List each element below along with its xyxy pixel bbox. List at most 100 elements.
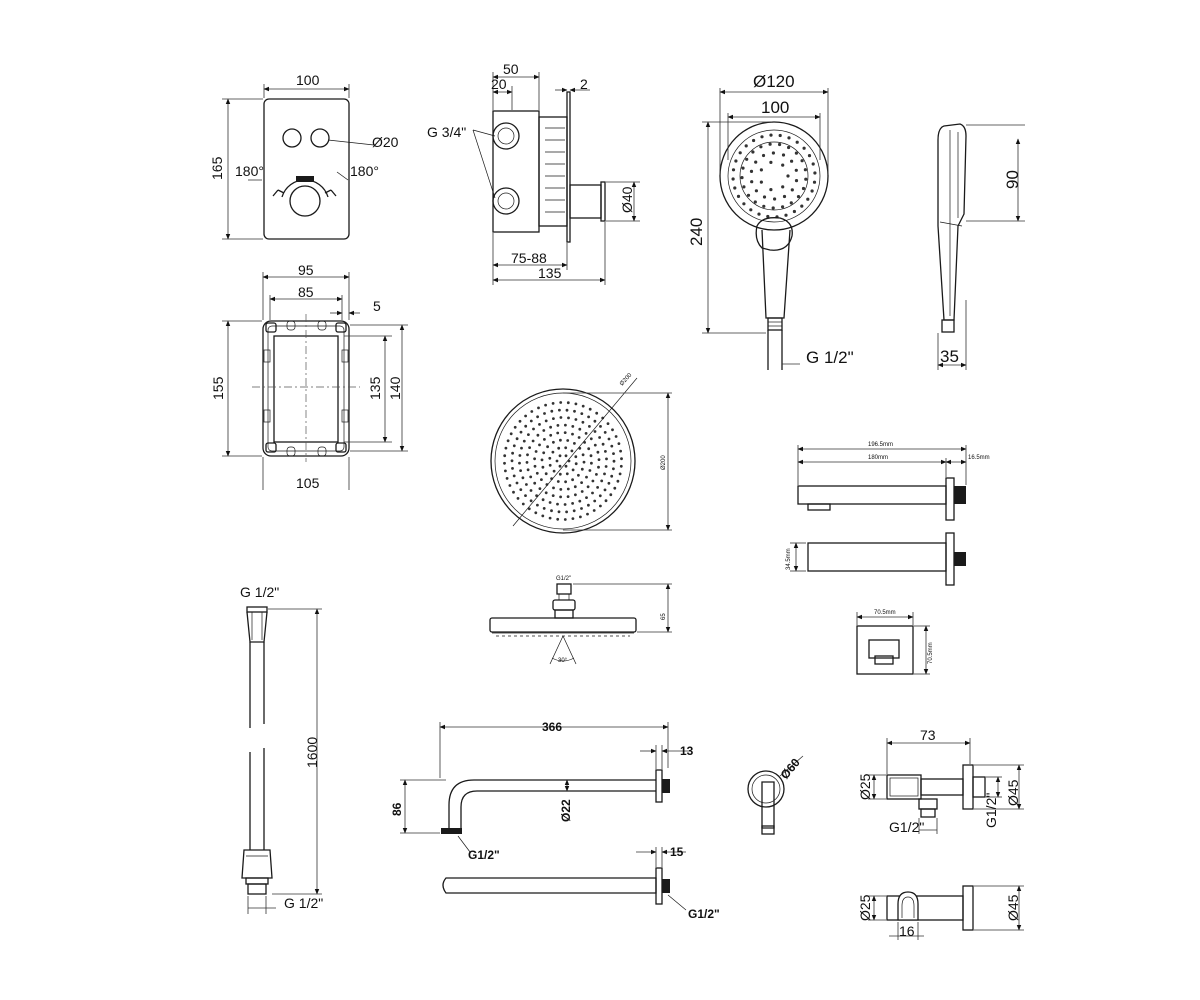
nozzle-dot	[796, 195, 801, 199]
nozzle-dot	[518, 419, 522, 423]
nozzle-dot	[533, 464, 537, 468]
nozzle-dot	[587, 447, 591, 451]
nozzle-dot	[534, 450, 538, 453]
dim-knob-dia: Ø20	[372, 134, 399, 150]
nozzle-dot	[578, 499, 582, 503]
nozzle-dot	[812, 180, 817, 184]
nozzle-dot	[769, 133, 773, 137]
nozzle-dot	[579, 515, 582, 519]
nozzle-dot	[581, 404, 585, 408]
nozzle-dot	[525, 483, 528, 486]
nozzle-dot	[771, 151, 776, 155]
nozzle-dot	[548, 456, 552, 460]
dim-spout-end: 16.5mm	[968, 455, 990, 461]
nozzle-dot	[525, 461, 529, 464]
outlet-thread-bottom: G1/2"	[889, 819, 924, 835]
nozzle-dot	[524, 494, 527, 497]
nozzle-dot	[591, 479, 595, 483]
nozzle-dot	[528, 446, 531, 449]
nozzle-dot	[565, 510, 568, 514]
nozzle-dot	[572, 509, 576, 513]
nozzle-dot	[752, 138, 756, 143]
nozzle-dot	[548, 501, 552, 504]
nozzle-dot	[563, 518, 567, 521]
nozzle-dot	[751, 150, 755, 154]
nozzle-dot	[619, 464, 623, 468]
nozzle-dot	[617, 442, 621, 445]
nozzle-dot	[749, 208, 753, 212]
nozzle-dot	[769, 188, 773, 192]
nozzle-dot	[604, 450, 607, 453]
nozzle-dot	[595, 473, 598, 476]
nozzle-dot	[742, 185, 746, 189]
nozzle-dot	[781, 205, 785, 209]
nozzle-dot	[565, 408, 569, 412]
nozzle-dot	[557, 446, 561, 450]
nozzle-dot	[614, 435, 618, 438]
nozzle-dot	[558, 454, 562, 458]
nozzle-dot	[759, 180, 764, 184]
nozzle-dot	[620, 457, 623, 461]
nozzle-dot	[741, 166, 745, 170]
nozzle-dot	[565, 472, 569, 476]
dim-mixer-depth: 50	[503, 61, 519, 77]
nozzle-dot	[784, 213, 788, 217]
nozzle-dot	[535, 494, 538, 497]
nozzle-dot	[530, 410, 534, 413]
nozzle-dot	[536, 415, 539, 419]
nozzle-dot	[598, 494, 602, 498]
dim-mixer-overall: 135	[538, 265, 562, 281]
dim-box-outer-width: 95	[298, 262, 314, 278]
nozzle-dot	[571, 478, 574, 482]
nozzle-dot	[781, 163, 785, 167]
nozzle-dot	[595, 411, 599, 415]
nozzle-dot	[585, 475, 588, 479]
nozzle-dot	[546, 445, 549, 449]
nozzle-dot	[778, 133, 782, 138]
nozzle-dot	[512, 474, 516, 478]
nozzle-dot	[760, 135, 764, 139]
nozzle-dot	[613, 486, 617, 490]
nozzle-dot	[542, 507, 546, 510]
nozzle-dot	[588, 407, 592, 411]
nozzle-dot	[749, 169, 754, 173]
nozzle-dot	[773, 197, 777, 201]
nozzle-dot	[558, 464, 562, 468]
nozzle-dot	[566, 495, 570, 498]
nozzle-dot	[800, 204, 804, 208]
nozzle-dot	[740, 176, 744, 180]
nozzle-dot	[550, 409, 554, 413]
dim-spout-height: 34.5mm	[786, 548, 792, 570]
dim-arm-tube-dia: Ø22	[559, 799, 573, 822]
nozzle-dot	[578, 427, 582, 431]
nozzle-dot	[733, 186, 737, 190]
nozzle-dot	[759, 145, 763, 149]
nozzle-dot	[607, 437, 611, 441]
dim-mixer-width: 100	[296, 72, 320, 88]
nozzle-dot	[738, 151, 742, 155]
nozzle-dot	[746, 193, 751, 197]
nozzle-dot	[504, 446, 508, 450]
nozzle-dot	[599, 425, 602, 428]
hose-thread-top: G 1/2"	[240, 584, 279, 600]
nozzle-dot	[550, 509, 553, 513]
nozzle-dot	[744, 144, 748, 148]
nozzle-dot	[603, 472, 606, 476]
nozzle-dot	[574, 455, 578, 459]
shower-arm-curved: 366 13 86 Ø22 G1/2"	[390, 720, 694, 862]
dim-mixer-offset: 20	[491, 76, 507, 92]
nozzle-dot	[552, 469, 556, 473]
nozzle-dot	[745, 157, 749, 161]
nozzle-dot	[552, 440, 555, 444]
mixer-side-view: 50 20 2 G 3/4" Ø40 75-88 135	[427, 61, 640, 285]
nozzle-dot	[564, 446, 568, 450]
nozzle-dot	[762, 195, 767, 199]
nozzle-dot	[538, 443, 541, 447]
nozzle-dot	[557, 510, 561, 514]
nozzle-dot	[544, 472, 548, 476]
nozzle-dot	[571, 517, 575, 520]
rain-head-top-view: Ø200 Ø200	[490, 372, 672, 534]
nozzle-dot	[582, 460, 586, 464]
nozzle-dot	[551, 450, 555, 454]
nozzle-dot	[551, 402, 555, 405]
